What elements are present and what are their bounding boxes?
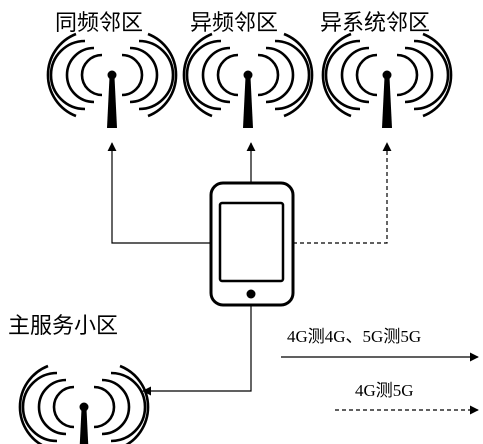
antenna-icon: [321, 32, 453, 128]
antenna-icon: [18, 364, 150, 444]
label-serving-cell: 主服务小区: [8, 314, 118, 339]
connector-serving-cell: [142, 305, 252, 396]
label-different-frequency-neighbor: 异频邻区: [190, 11, 278, 36]
connector-different-system: [293, 142, 392, 244]
label-different-system-neighbor: 异系统邻区: [320, 11, 430, 36]
connector-same-frequency: [107, 142, 211, 244]
antenna-icon: [182, 32, 314, 128]
legend-solid-label: 4G测4G、5G测5G: [287, 327, 421, 346]
mobile-phone-icon: [209, 181, 295, 307]
legend-dashed-label: 4G测5G: [355, 381, 414, 400]
label-same-frequency-neighbor: 同频邻区: [55, 11, 143, 36]
antenna-icon: [46, 32, 178, 128]
